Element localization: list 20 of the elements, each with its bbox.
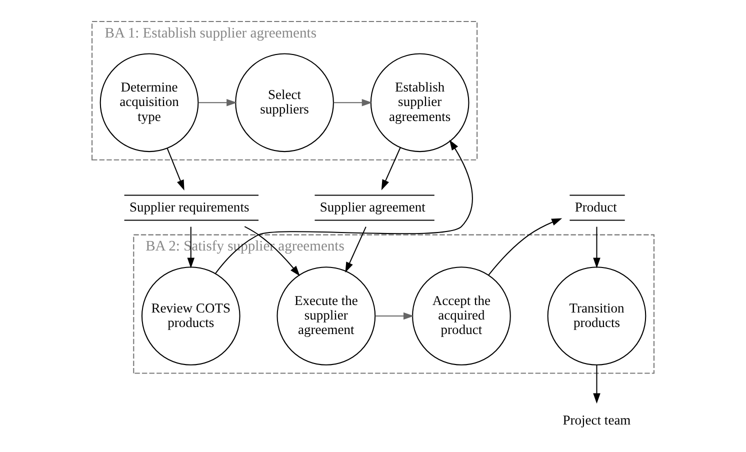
arrow xyxy=(375,312,414,320)
arrow xyxy=(345,226,366,272)
arrow xyxy=(198,98,237,106)
arrow xyxy=(166,148,184,190)
node-circle: Accept the acquired product xyxy=(412,266,511,365)
node-text: Product xyxy=(574,198,617,214)
node-circle: Select suppliers xyxy=(235,52,334,152)
arrow xyxy=(244,226,300,276)
arrow xyxy=(593,364,600,404)
arrow xyxy=(488,218,562,275)
arrow xyxy=(593,226,600,268)
arrow xyxy=(215,139,473,274)
node-circle: Transition products xyxy=(547,266,646,365)
arrow xyxy=(334,98,372,106)
node-circle: Determine acquisition type xyxy=(100,52,199,152)
node-text: Supplier requirements xyxy=(129,198,250,214)
node-circle: Review COTS products xyxy=(141,266,240,365)
arrow xyxy=(381,146,401,190)
node-text: Project team xyxy=(562,412,631,428)
node-text: Supplier agreement xyxy=(320,198,426,214)
